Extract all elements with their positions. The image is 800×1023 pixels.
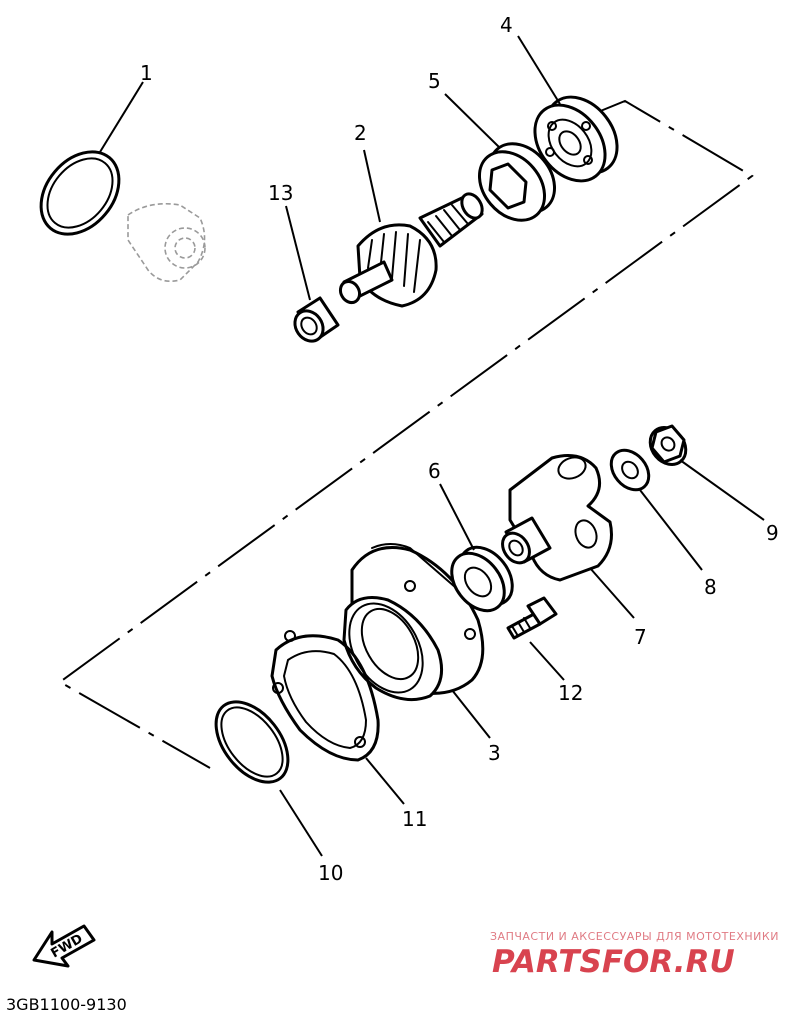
assembly-group-outline — [58, 99, 754, 769]
part-11-gasket — [270, 630, 380, 762]
part-13-needle-bearing — [293, 296, 340, 343]
callout-8: 8 — [704, 575, 717, 599]
reference-gear-outline — [127, 202, 206, 283]
part-5-hex-collar — [477, 142, 557, 222]
part-8-washer — [609, 448, 651, 492]
callout-7: 7 — [634, 625, 647, 649]
callout-labels: 1 2 3 4 5 6 7 8 9 10 11 12 13 — [140, 13, 779, 885]
callout-6: 6 — [428, 459, 441, 483]
callout-1: 1 — [140, 61, 153, 85]
part-1-o-ring — [39, 150, 121, 236]
part-10-o-ring — [214, 700, 290, 784]
part-6-small-bearing — [450, 545, 514, 613]
watermark: ЗАПЧАСТИ И АКСЕССУАРЫ ДЛЯ МОТОТЕХНИКИ PA… — [490, 930, 779, 980]
callout-12: 12 — [558, 681, 583, 705]
callout-9: 9 — [766, 521, 779, 545]
part-4-ball-bearing — [533, 95, 619, 183]
leader-lines — [99, 35, 765, 857]
callout-11: 11 — [402, 807, 427, 831]
callout-10: 10 — [318, 861, 343, 885]
callout-5: 5 — [428, 69, 441, 93]
callout-2: 2 — [354, 121, 367, 145]
part-9-flange-nut — [648, 424, 688, 466]
part-code: 3GB1100-9130 — [6, 995, 127, 1014]
callout-13: 13 — [268, 181, 293, 205]
part-7-yoke — [501, 454, 613, 582]
part-12-bolt — [506, 596, 558, 640]
fwd-direction-arrow: FWD — [32, 924, 96, 968]
callout-4: 4 — [500, 13, 513, 37]
callout-3: 3 — [488, 741, 501, 765]
watermark-brand: PARTSFOR.RU — [492, 944, 735, 980]
part-3-housing — [342, 543, 485, 702]
watermark-tagline: ЗАПЧАСТИ И АКСЕССУАРЫ ДЛЯ МОТОТЕХНИКИ — [490, 930, 779, 943]
part-2-drive-shaft-gear — [338, 192, 484, 308]
